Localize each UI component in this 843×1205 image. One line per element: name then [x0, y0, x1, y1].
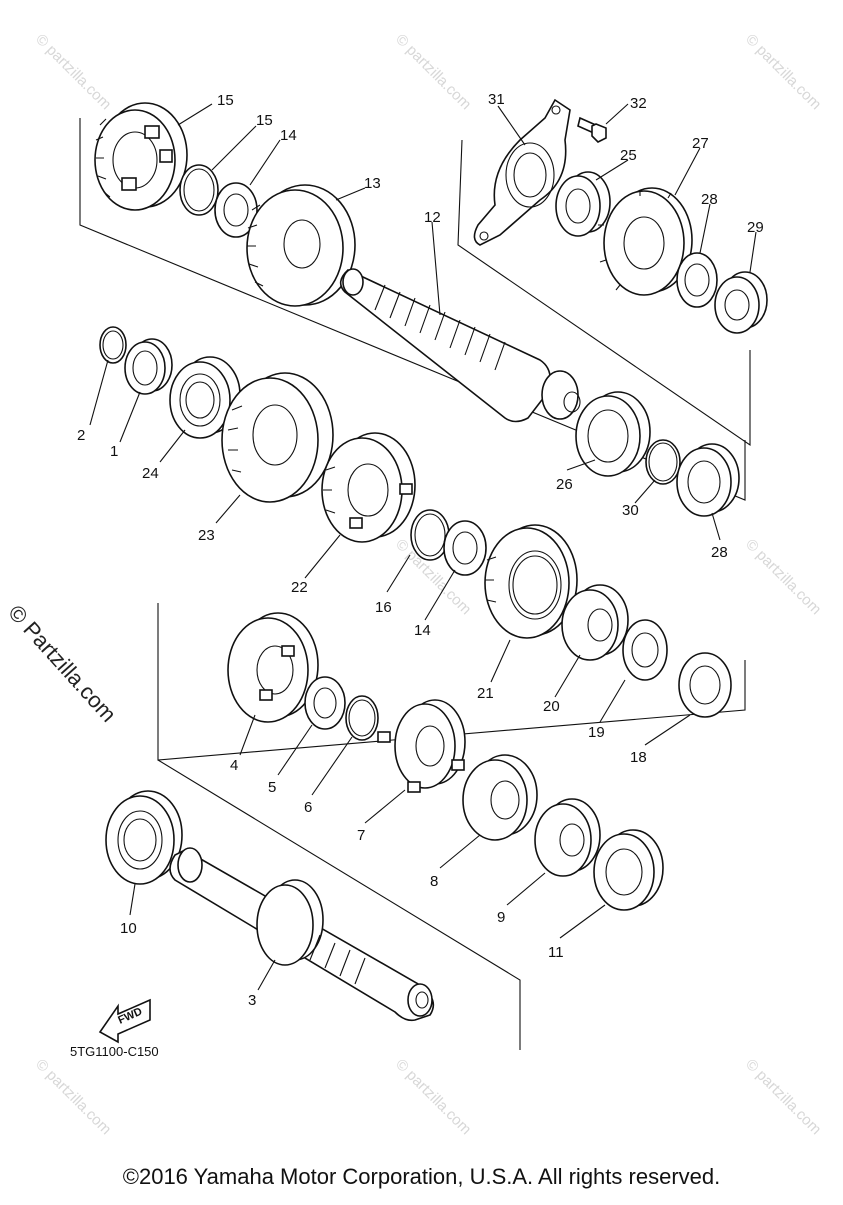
callout-28: 27: [692, 135, 709, 152]
callout-18: 19: [588, 724, 605, 741]
bearing-10: [105, 790, 183, 885]
gear-8: [462, 754, 538, 841]
callout-30: 29: [747, 219, 764, 236]
drive-axle-3: [169, 847, 435, 1022]
callout-15b: 16: [375, 599, 392, 616]
callout-25: 28: [711, 544, 728, 561]
o-ring-27: [645, 439, 681, 485]
callout-16: 15: [217, 92, 234, 109]
collar-19: [561, 584, 629, 661]
callout-14: 14: [280, 127, 297, 144]
callout-4: 4: [230, 757, 238, 774]
callout-7: 7: [357, 827, 365, 844]
callout-27: 30: [622, 502, 639, 519]
bearing-24: [575, 391, 651, 477]
bolt-32: [577, 116, 607, 143]
callout-19: 20: [543, 698, 560, 715]
callout-3: 3: [248, 992, 256, 1009]
gear-9: [534, 798, 601, 877]
bearing-11: [593, 829, 664, 911]
callout-14b: 14: [414, 622, 431, 639]
callout-31: 31: [488, 91, 505, 108]
gear-22: [221, 372, 334, 503]
washer-14a: [214, 182, 258, 238]
callout-13: 13: [364, 175, 381, 192]
watermark: © partzilla.com: [392, 1056, 474, 1138]
watermark: © partzilla.com: [32, 31, 114, 113]
watermark: © partzilla.com: [742, 31, 824, 113]
watermark: © partzilla.com: [742, 536, 824, 618]
gear-16: [94, 102, 188, 211]
callout-24: 26: [556, 476, 573, 493]
callout-1: 1: [110, 443, 118, 460]
callout-21: 22: [291, 579, 308, 596]
callout-6: 6: [304, 799, 312, 816]
callout-11: 11: [548, 944, 564, 961]
callout-20: 21: [477, 685, 494, 702]
sprocket-28: [598, 187, 693, 296]
gear-21: [321, 432, 416, 543]
callouts: 15 15 14 13 12 31 32 25 27 28 29 2 1 24 …: [77, 91, 764, 1009]
washer-14b: [443, 520, 487, 576]
callout-26: 25: [620, 147, 637, 164]
callout-23: 24: [142, 465, 159, 482]
circlip-15a: [179, 164, 219, 216]
fwd-arrow-icon: FWD: [98, 998, 151, 1044]
callout-29: 28: [701, 191, 718, 208]
watermark: © partzilla.com: [742, 1056, 824, 1138]
gear-20: [484, 524, 578, 639]
circlip-2: [99, 326, 127, 364]
copyright-notice: ©2016 Yamaha Motor Corporation, U.S.A. A…: [122, 1164, 721, 1189]
sprocket-group-frame: [457, 139, 751, 447]
lock-plate-17: [678, 652, 732, 718]
callout-5: 5: [268, 779, 276, 796]
main-axle-frame: [79, 118, 746, 501]
callout-10: 10: [120, 920, 137, 937]
circlip-6: [345, 695, 379, 741]
callout-32: 32: [630, 95, 647, 112]
callout-9: 9: [497, 909, 505, 926]
callout-22: 23: [198, 527, 215, 544]
watermark: © partzilla.com: [392, 31, 474, 113]
circlip-15b: [410, 509, 450, 561]
bracket-31: [473, 98, 571, 246]
callout-12: 12: [424, 209, 441, 226]
callout-2: 2: [77, 427, 85, 444]
watermark: © partzilla.com: [32, 1056, 114, 1138]
gear-13: [246, 184, 356, 307]
lock-washer-18: [622, 619, 668, 681]
collar-26: [555, 171, 611, 237]
washer-5: [304, 676, 346, 730]
drive-axle-frame: [157, 759, 521, 1050]
oil-seal-25: [676, 443, 740, 517]
bearing-23: [169, 356, 241, 439]
nut-30: [714, 271, 768, 334]
diagram-code: 5TG1100-C150: [70, 1044, 159, 1059]
lock-washer-29: [676, 252, 718, 308]
callout-15: 15: [256, 112, 273, 129]
collar-1: [124, 338, 173, 395]
callout-17: 18: [630, 749, 647, 766]
gear-7: [377, 699, 466, 793]
gear-4: [227, 612, 319, 723]
callout-8: 8: [430, 873, 438, 890]
main-axle-12: [339, 268, 581, 423]
